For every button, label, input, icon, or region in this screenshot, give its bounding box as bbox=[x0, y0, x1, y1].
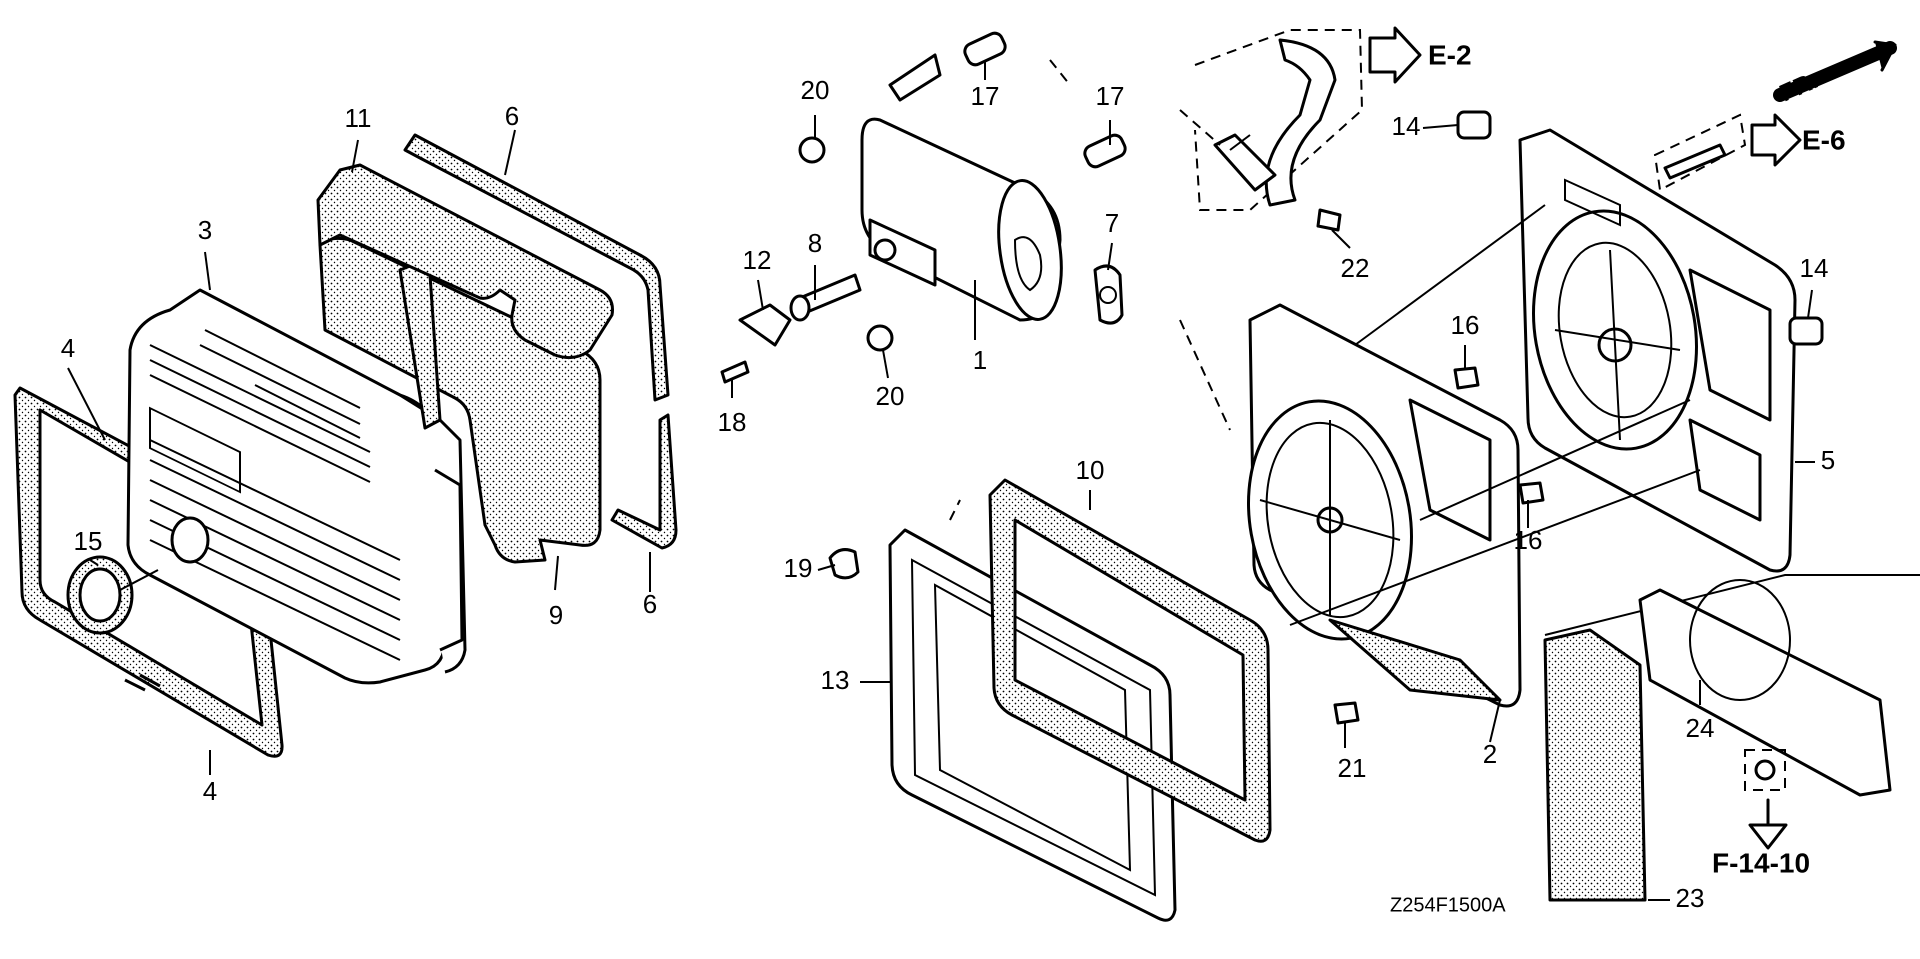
hardware bbox=[720, 31, 1824, 725]
housing-5 bbox=[1518, 128, 1797, 573]
bolt-22 bbox=[1316, 208, 1342, 232]
callout-11: 11 bbox=[345, 103, 372, 133]
ref-f-14-10: F-14-10 bbox=[1712, 847, 1810, 878]
drawing-code: Z254F1500A bbox=[1390, 894, 1506, 916]
reference-arrows bbox=[1368, 26, 1897, 167]
detail-inset-panel bbox=[1543, 574, 1920, 902]
seal-ring-15 bbox=[66, 555, 134, 635]
gasket-7 bbox=[1093, 264, 1124, 325]
callout-16-upper: 16 bbox=[1451, 310, 1480, 340]
arrow-e6 bbox=[1750, 113, 1802, 167]
seal-strip-6-lower bbox=[610, 413, 678, 550]
arrow-e2 bbox=[1368, 26, 1422, 84]
callout-18: 18 bbox=[718, 407, 747, 437]
exhaust-pipe-assembly bbox=[1194, 29, 1364, 211]
callout-23: 23 bbox=[1676, 883, 1705, 913]
bolt-18 bbox=[720, 360, 750, 384]
collar-17-a bbox=[963, 31, 1007, 67]
insulator-11 bbox=[316, 163, 614, 360]
nut-20-lower bbox=[866, 324, 894, 352]
callout-6-lower: 6 bbox=[643, 589, 657, 619]
nut-19 bbox=[828, 548, 860, 580]
callout-4-upper: 4 bbox=[61, 333, 75, 363]
bolt-21 bbox=[1333, 701, 1360, 725]
callout-2: 2 bbox=[1483, 739, 1497, 769]
callout-12: 12 bbox=[743, 245, 772, 275]
callout-14-right: 14 bbox=[1800, 253, 1829, 283]
ref-e2: E-2 bbox=[1428, 39, 1472, 70]
callout-1: 1 bbox=[973, 345, 987, 375]
callout-6-upper: 6 bbox=[505, 101, 519, 131]
callout-4-lower: 4 bbox=[203, 776, 217, 806]
callout-17-right: 17 bbox=[1096, 81, 1125, 111]
collar-17-b bbox=[1083, 133, 1127, 169]
callout-7: 7 bbox=[1105, 208, 1119, 238]
bolt-16-a bbox=[1453, 366, 1480, 390]
bolt-16-b bbox=[1518, 481, 1545, 505]
grommet-14-a bbox=[1456, 110, 1492, 140]
callout-24: 24 bbox=[1686, 713, 1715, 743]
grommet-14-b bbox=[1788, 316, 1824, 346]
callout-15: 15 bbox=[74, 526, 103, 556]
callout-8: 8 bbox=[808, 228, 822, 258]
callout-19: 19 bbox=[784, 553, 813, 583]
leader-lines bbox=[67, 59, 1815, 901]
callout-10: 10 bbox=[1076, 455, 1105, 485]
callout-21: 21 bbox=[1338, 753, 1367, 783]
shroud-2 bbox=[1247, 303, 1522, 708]
callout-16-lower: 16 bbox=[1514, 525, 1543, 555]
clamp-12 bbox=[738, 303, 792, 347]
callout-3: 3 bbox=[198, 215, 212, 245]
ref-e6: E-6 bbox=[1802, 124, 1846, 155]
fr-arrow bbox=[1773, 41, 1897, 102]
muffler-1 bbox=[860, 53, 1063, 322]
callout-14-left: 14 bbox=[1392, 111, 1421, 141]
callout-22: 22 bbox=[1341, 253, 1370, 283]
callout-17-left: 17 bbox=[971, 81, 1000, 111]
callout-9: 9 bbox=[549, 600, 563, 630]
callout-13: 13 bbox=[821, 665, 850, 695]
cover-3 bbox=[126, 288, 467, 685]
callout-5: 5 bbox=[1821, 445, 1835, 475]
seal-strip-6-upper bbox=[403, 133, 670, 402]
gasket-10 bbox=[988, 478, 1272, 843]
nut-20-upper bbox=[798, 136, 826, 164]
callout-20-lower: 20 bbox=[876, 381, 905, 411]
callouts: 1 2 3 4 4 5 6 6 7 8 9 10 11 12 13 14 14 … bbox=[61, 75, 1835, 913]
callout-20-upper: 20 bbox=[801, 75, 830, 105]
